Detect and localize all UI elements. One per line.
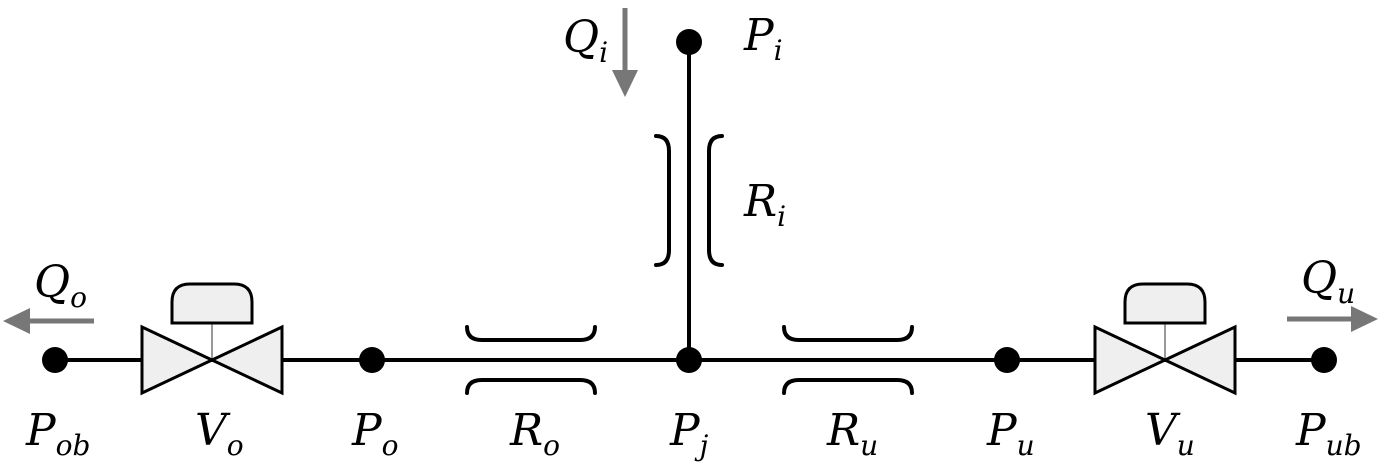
resistance-ri-right (707, 134, 724, 267)
valve-vo-right-triangle (208, 324, 284, 396)
label-ri: Ri (743, 176, 786, 233)
resistance-ro-upper (465, 325, 597, 342)
label-po: Po (351, 405, 398, 462)
node-pob (42, 347, 68, 373)
label-vu: Vu (1145, 405, 1195, 462)
resistance-ru-lower (782, 378, 914, 395)
flow-arrow-qo (3, 308, 94, 334)
valve-vu-right-triangle (1161, 324, 1237, 396)
flow-arrow-qi (612, 8, 638, 97)
node-po (359, 347, 385, 373)
label-pj: Pj (669, 405, 709, 462)
resistance-ru-upper (782, 325, 914, 342)
node-pu (994, 347, 1020, 373)
label-pob: Pob (25, 405, 90, 462)
node-pi (676, 29, 702, 55)
label-qo: Qo (34, 257, 87, 314)
valve-vu-left-triangle (1093, 324, 1169, 396)
flow-arrow-qu-head (1351, 306, 1378, 332)
resistance-ro-lower (465, 378, 597, 395)
resistance-ri-left (654, 134, 671, 267)
valve-vo-actuator (170, 282, 254, 325)
resistance-ru (782, 325, 914, 395)
valve-vo (140, 282, 284, 396)
label-pub: Pub (1295, 405, 1362, 462)
node-pub (1311, 347, 1337, 373)
label-pu: Pu (986, 405, 1035, 462)
label-qu: Qu (1301, 253, 1355, 310)
valve-vu (1093, 282, 1237, 396)
valve-vo-left-triangle (140, 324, 216, 396)
label-ro: Ro (509, 405, 560, 462)
flow-arrow-qi-head (612, 70, 638, 97)
label-pi: Pi (743, 10, 783, 67)
resistance-ro (465, 325, 597, 395)
label-qi: Qi (563, 12, 608, 69)
flow-arrow-qo-head (3, 308, 30, 334)
label-vo: Vo (195, 405, 244, 462)
valve-vu-actuator (1123, 282, 1207, 325)
resistance-ri (654, 134, 724, 267)
label-ru: Ru (826, 405, 878, 462)
node-pj (676, 347, 702, 373)
flow-arrow-qu (1287, 306, 1378, 332)
